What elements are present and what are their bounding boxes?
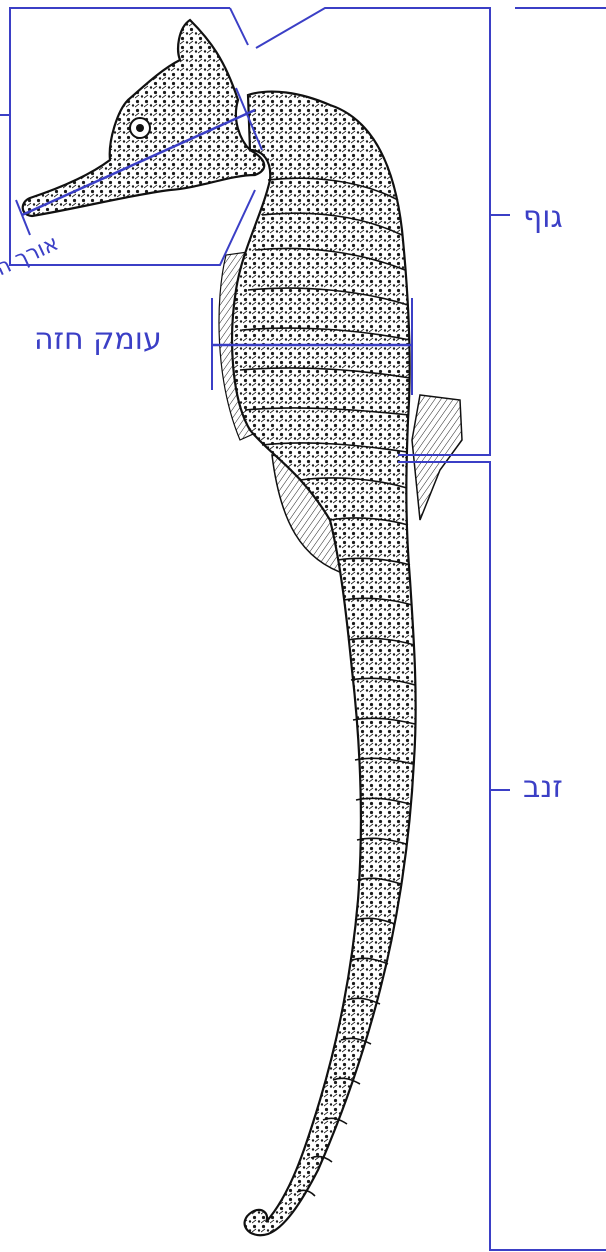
inset-connector-top [230,8,248,45]
tail-label: זנב [523,770,563,805]
chest-depth-label: עומק חזה [34,322,162,357]
seahorse-illustration [23,20,462,1235]
body-label: גוף [523,200,563,235]
dorsal-fin [412,395,462,520]
tail-bracket [398,462,606,1250]
